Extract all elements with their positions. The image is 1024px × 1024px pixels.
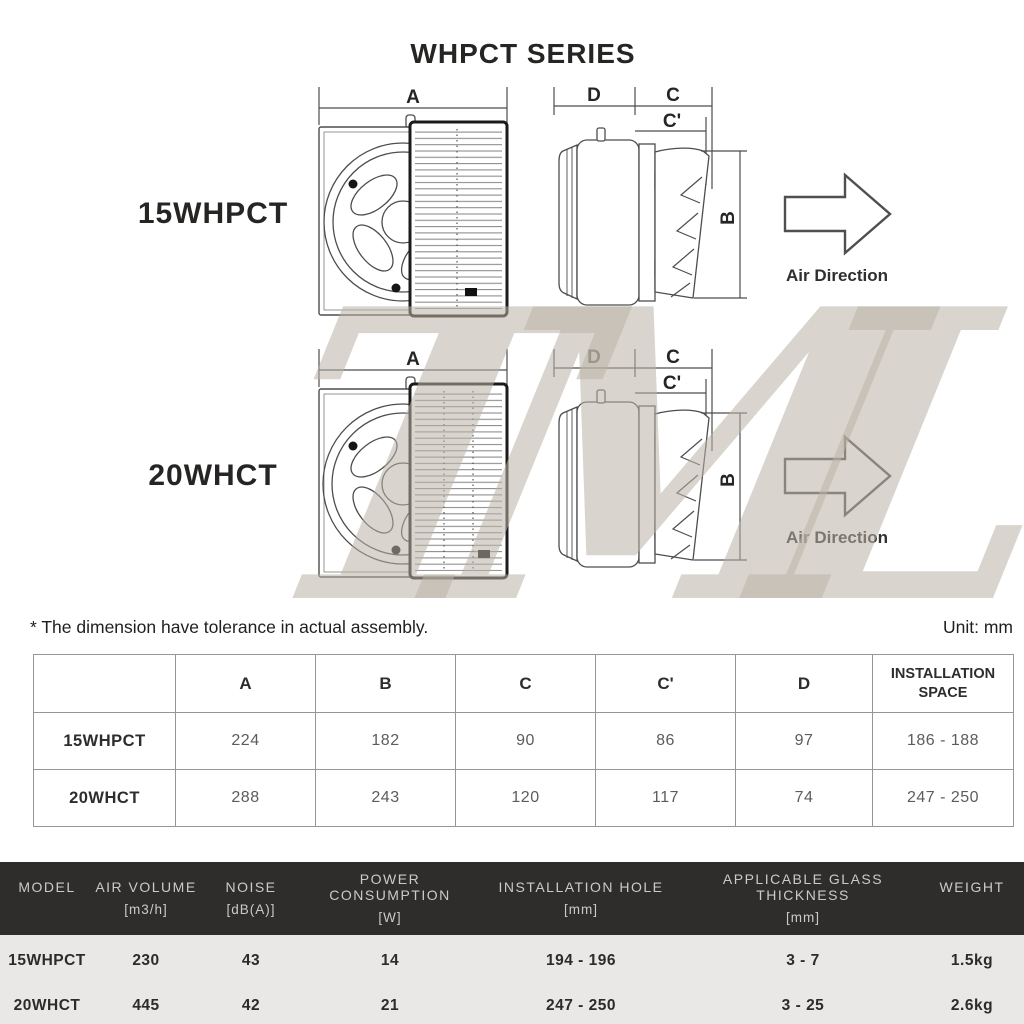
spec-header-label: INSTALLATION HOLE <box>498 879 664 895</box>
dimension-a-lines <box>318 87 508 125</box>
side-view-diagram-20whct: D C C' B <box>553 347 747 568</box>
spec-row1-air-volume: 230 <box>132 952 160 969</box>
side-view-diagram-15whpct: D C C' B <box>553 85 747 306</box>
spec-header-unit: [mm] <box>786 910 820 925</box>
spec-row1-model: 15WHPCT <box>8 952 86 969</box>
dim-value-b: 182 <box>315 712 456 770</box>
spec-row2-noise: 42 <box>241 996 261 1014</box>
dim-header-d: D <box>735 654 873 713</box>
spec-row1-glass-thickness: 3 - 7 <box>786 952 820 969</box>
dim-label-c: C <box>666 85 680 106</box>
spec-row2-power: 21 <box>380 996 400 1014</box>
spec-row2-model: 20WHCT <box>13 996 81 1014</box>
dimension-a-lines <box>318 349 508 387</box>
spec-row1-noise: 43 <box>241 952 261 969</box>
dim-label-b: B <box>718 473 739 487</box>
air-direction-arrow-icon <box>783 172 892 256</box>
dimension-table-row-20whct: 20WHCT 288 243 120 117 74 247 - 250 <box>33 769 1014 827</box>
spec-header-glass-thickness: APPLICABLE GLASS THICKNESS [mm] <box>686 871 920 926</box>
dim-value-d: 97 <box>735 712 873 770</box>
spec-row2-installation-hole: 247 - 250 <box>546 996 616 1014</box>
spec-header-label: POWER CONSUMPTION <box>329 871 451 903</box>
dim-header-c-prime: C' <box>595 654 736 713</box>
dim-value-d: 74 <box>735 769 873 827</box>
dimension-b-lines <box>694 412 747 561</box>
louver-shutter <box>408 382 509 580</box>
dim-header-c: C <box>455 654 596 713</box>
fan-body-profile <box>558 127 710 306</box>
spec-header-power-consumption: POWER CONSUMPTION [W] <box>304 871 476 926</box>
screw-dots <box>348 179 401 293</box>
spec-header-label: WEIGHT <box>939 879 1005 895</box>
air-direction-label: Air Direction <box>785 266 889 285</box>
dim-value-a: 224 <box>175 712 316 770</box>
dim-header-b: B <box>315 654 456 713</box>
dim-label-d: D <box>587 85 601 106</box>
fan-body-profile <box>558 389 710 568</box>
front-view-diagram-20whct: A <box>318 349 509 580</box>
page-title: WHPCT SERIES <box>410 38 636 69</box>
air-direction-label: Air Direction <box>785 528 889 547</box>
dim-row-model: 15WHPCT <box>33 712 176 770</box>
shutter-louver-chevrons <box>670 176 703 298</box>
spec-row2-weight: 2.6kg <box>950 996 994 1014</box>
spec-header-unit <box>920 902 1024 918</box>
dim-label-b: B <box>718 211 739 225</box>
spec-table-header: MODEL AIR VOLUME [m3/h] NOISE [dB(A)] PO… <box>0 862 1024 935</box>
spec-header-air-volume: AIR VOLUME [m3/h] <box>94 879 198 918</box>
dim-label-a: A <box>406 349 420 370</box>
dim-value-c: 90 <box>455 712 596 770</box>
spec-header-label: MODEL <box>18 879 76 895</box>
dim-header-installation-space: INSTALLATION SPACE <box>872 654 1014 713</box>
dim-header-a: A <box>175 654 316 713</box>
dim-value-c-prime: 86 <box>595 712 736 770</box>
dim-label-d: D <box>587 347 601 368</box>
dim-value-a: 288 <box>175 769 316 827</box>
spec-header-noise: NOISE [dB(A)] <box>198 879 304 918</box>
spec-header-label: APPLICABLE GLASS THICKNESS <box>722 871 884 903</box>
dim-label-c-prime: C' <box>663 111 681 132</box>
spec-row1-installation-hole: 194 - 196 <box>546 952 616 969</box>
spec-row2-glass-thickness: 3 - 25 <box>781 996 825 1014</box>
spec-row1-power: 14 <box>380 952 400 969</box>
dimension-table-header-row: A B C C' D INSTALLATION SPACE <box>33 654 1014 713</box>
spec-header-unit: [W] <box>378 910 402 925</box>
spec-header-unit <box>0 902 94 918</box>
dimension-b-lines <box>694 150 747 299</box>
spec-header-unit: [dB(A)] <box>226 902 276 917</box>
spec-row2-air-volume: 445 <box>132 996 160 1014</box>
model-label-15whpct: 15WHPCT <box>137 197 289 230</box>
pull-knob <box>465 288 477 296</box>
dim-header-blank <box>33 654 176 713</box>
dim-label-c-prime: C' <box>663 373 681 394</box>
dim-value-b: 243 <box>315 769 456 827</box>
air-direction-arrow-icon <box>783 434 892 518</box>
spec-table-body: 15WHPCT 230 43 14 194 - 196 3 - 7 1.5kg … <box>0 935 1024 1024</box>
spec-header-unit: [mm] <box>564 902 598 917</box>
spec-header-weight: WEIGHT <box>920 879 1024 918</box>
dim-value-c: 120 <box>455 769 596 827</box>
screw-dots <box>348 441 401 555</box>
spec-header-model: MODEL <box>0 879 94 918</box>
unit-label: Unit: mm <box>943 617 1013 637</box>
front-view-diagram-15whpct: A <box>318 87 509 318</box>
dim-label-c: C <box>666 347 680 368</box>
louver-shutter <box>408 120 509 318</box>
spec-row1-weight: 1.5kg <box>950 952 994 969</box>
spec-header-label: AIR VOLUME <box>95 879 197 895</box>
dim-value-c-prime: 117 <box>595 769 736 827</box>
dim-value-installation-space: 186 - 188 <box>872 712 1014 770</box>
dim-label-a: A <box>406 87 420 108</box>
tolerance-note: * The dimension have tolerance in actual… <box>30 617 429 637</box>
dimension-table-row-15whpct: 15WHPCT 224 182 90 86 97 186 - 188 <box>33 712 1014 770</box>
spec-header-label: NOISE <box>225 879 277 895</box>
dim-row-model: 20WHCT <box>33 769 176 827</box>
pull-knob <box>478 550 490 558</box>
dimension-table: A B C C' D INSTALLATION SPACE 15WHPCT 22… <box>33 654 1014 827</box>
model-label-20whct: 20WHCT <box>148 459 278 492</box>
shutter-louver-chevrons <box>670 438 703 560</box>
spec-header-unit: [m3/h] <box>124 902 168 917</box>
dim-value-installation-space: 247 - 250 <box>872 769 1014 827</box>
spec-header-installation-hole: INSTALLATION HOLE [mm] <box>476 879 686 918</box>
